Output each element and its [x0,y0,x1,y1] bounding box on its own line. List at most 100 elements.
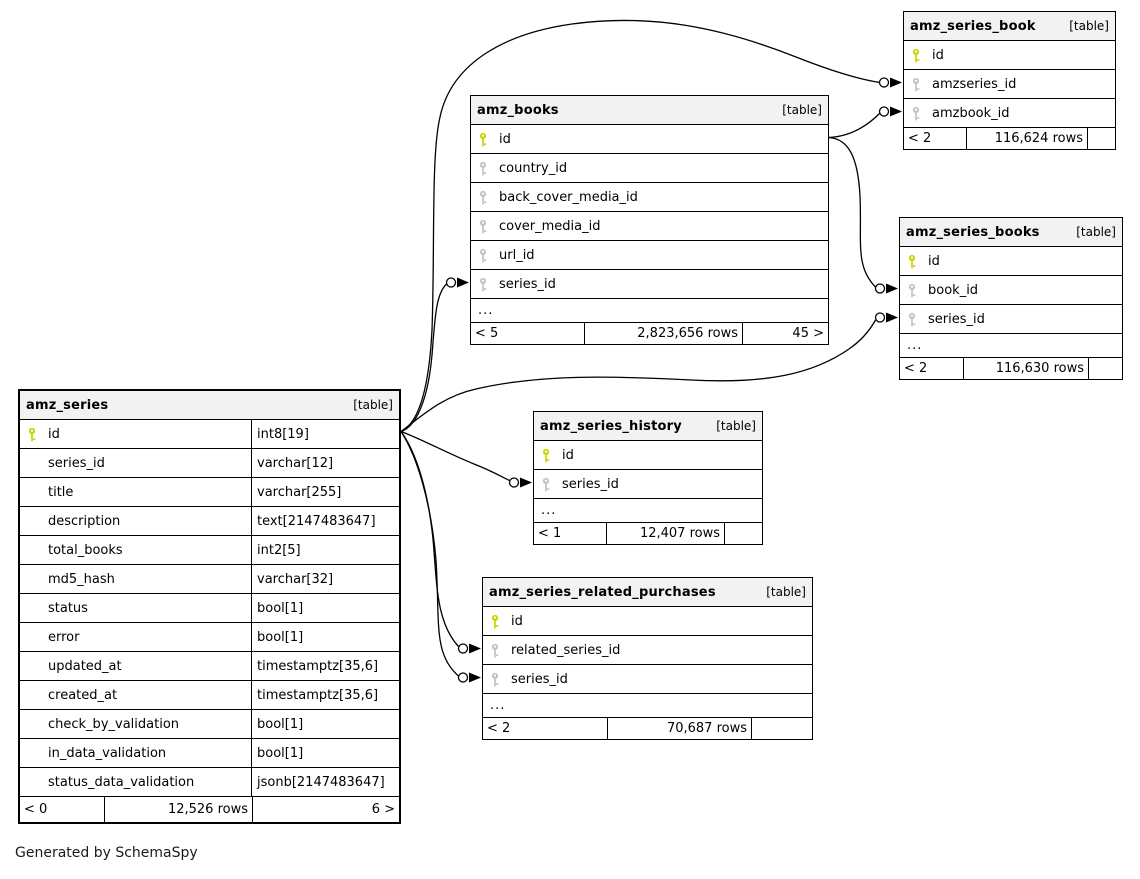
column-row-amzseries_id: amzseries_id [904,69,1115,98]
column-row-id: id [471,124,828,153]
table-name: amz_series_related_purchases [489,584,716,600]
column-type: int2[5] [257,542,301,558]
more-columns-ellipsis: ... [900,333,1122,357]
zero-or-one-circle [457,643,469,654]
column-name-cell: back_cover_media_id [471,183,828,211]
foreign-key-icon [478,219,488,234]
foreign-key-icon [478,161,488,176]
relationship-amz_series.id-to-amz_series_book.amzseries_id [400,19,902,433]
more-columns-ellipsis: ... [534,498,762,522]
column-name-cell: id [483,607,812,635]
column-name: back_cover_media_id [499,189,638,205]
footer-children-count [1089,358,1122,379]
column-type-cell: bool[1] [251,710,399,738]
column-name: series_id [928,311,985,327]
foreign-key-icon [911,77,921,92]
column-row-series_id: series_id [534,469,762,498]
column-name: series_id [511,671,568,687]
column-name: status_data_validation [48,774,195,790]
foreign-key-arrowhead [890,77,902,88]
footer-children-count [725,523,762,544]
column-name-cell: status_data_validation [20,768,251,796]
table-name: amz_series [26,397,109,413]
zero-or-one-circle [508,477,520,488]
more-columns-ellipsis: ... [471,298,828,322]
column-name: id [499,131,511,147]
table-name: amz_books [477,102,559,118]
column-name: check_by_validation [48,716,180,732]
column-name: title [48,484,74,500]
relationship-amz_series.id-to-amz_series_books.series_id [400,312,898,433]
column-name: error [48,629,80,645]
foreign-key-arrowhead [520,477,532,488]
table-header: amz_books [table] [471,96,828,124]
column-row-id: id [900,246,1122,275]
column-name: amzbook_id [932,105,1010,121]
column-name-cell: series_id [20,449,251,477]
footer-row-count: 116,630 rows [963,358,1089,379]
foreign-key-arrowhead [890,106,902,117]
column-row-back_cover_media_id: back_cover_media_id [471,182,828,211]
footer-children-count: 6 > [371,802,395,817]
column-row-check_by_validation: check_by_validation bool[1] [20,709,399,738]
column-row-status_data_validation: status_data_validation jsonb[2147483647] [20,767,399,796]
column-name: id [932,47,944,63]
column-row-series_id: series_id [483,664,812,693]
primary-key-icon [907,254,917,269]
foreign-key-arrowhead [469,672,481,683]
column-type-cell: timestamptz[35,6] [251,681,399,709]
column-type-cell: jsonb[2147483647] [251,768,399,796]
foreign-key-icon [490,672,500,687]
column-name-cell: status [20,594,251,622]
column-name-cell: url_id [471,241,828,269]
footer-parents-count: < 2 [904,361,928,376]
zero-or-one-circle [874,283,886,294]
foreign-key-icon [490,643,500,658]
relationship-amz_series.id-to-amz_books.series_id [400,277,469,433]
column-name-cell: updated_at [20,652,251,680]
column-row-description: description text[2147483647] [20,506,399,535]
column-name-cell: md5_hash [20,565,251,593]
column-name-cell: check_by_validation [20,710,251,738]
column-name: description [48,513,121,529]
column-name-cell: cover_media_id [471,212,828,240]
relationship-amz_series.id-to-amz_series_history.series_id [400,430,532,488]
column-name: id [511,613,523,629]
footer-row-count: 2,823,656 rows [584,323,743,344]
table-type-tag: [table] [782,103,822,117]
footer-children-count [1088,128,1115,149]
column-name: id [928,253,940,269]
column-name-cell: series_id [471,270,828,298]
table-name: amz_series_history [540,418,682,434]
column-type: text[2147483647] [257,513,376,529]
relationship-amz_series.id-to-amz_series_related_purchases.related_series_id [400,431,481,654]
table-header: amz_series[table] [20,391,399,419]
column-name: status [48,600,88,616]
column-name-cell: created_at [20,681,251,709]
zero-or-one-circle [445,277,457,288]
column-type: timestamptz[35,6] [257,658,379,674]
column-row-related_series_id: related_series_id [483,635,812,664]
column-type-cell: bool[1] [251,623,399,651]
table-footer: < 2 116,630 rows [900,357,1122,379]
relationship-amz_series.id-to-amz_series_related_purchases.series_id [400,431,481,683]
column-row-amzbook_id: amzbook_id [904,98,1115,127]
table-type-tag: [table] [1076,225,1116,239]
foreign-key-arrowhead [886,283,898,294]
